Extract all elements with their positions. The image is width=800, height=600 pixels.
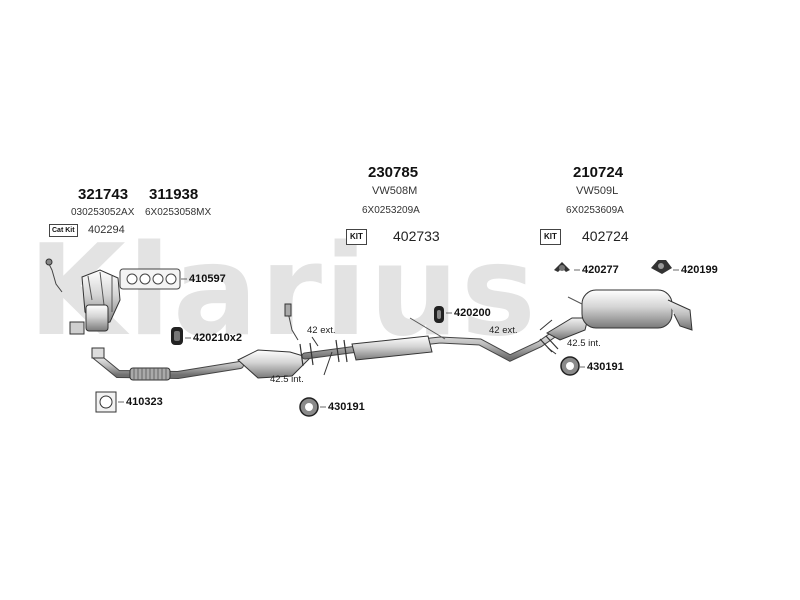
part-clamp-front: 430191 [328,401,365,413]
part-mount-front: 420210x2 [193,332,242,344]
middle-code: 230785 [368,164,419,181]
front-clamp [299,397,319,417]
manifold-catalyst [45,258,121,335]
front-downpipe [91,347,244,381]
middle-pipe [299,317,564,376]
leader-lines [118,269,679,408]
flange-gasket [95,391,117,413]
dim-front-int: 42.5 int. [270,374,304,385]
rear-oem: 6X0253609A [566,205,624,216]
middle-kit-code: 402733 [393,228,440,244]
manifold-gasket [119,268,181,290]
middle-kit-badge: KIT [346,229,367,245]
rear-kit-code: 402724 [582,228,629,244]
middle-mount [434,306,444,323]
front-oem-2: 6X0253058MX [145,207,212,218]
part-mount-middle: 420200 [454,307,491,319]
front-code-1: 321743 [78,186,129,203]
rear-code: 210724 [573,164,624,181]
catkit-code: 402294 [88,224,125,236]
middle-model: VW508M [372,185,418,197]
part-mount-rear: 420199 [681,264,718,276]
front-oem-1: 030253052AX [71,207,135,218]
lambda-sensor [284,303,299,341]
part-bracket-rear: 420277 [582,264,619,276]
front-mount [171,327,183,345]
front-code-2: 311938 [149,186,199,203]
rear-silencer [539,289,693,355]
rear-mount [651,260,672,274]
part-gasket-flange: 410323 [126,396,163,408]
middle-oem: 6X0253209A [362,205,420,216]
rear-kit-badge: KIT [540,229,561,245]
dim-rear-int: 42.5 int. [567,338,601,349]
dim-front-ext: 42 ext. [307,325,336,336]
part-gasket-manifold: 410597 [189,273,226,285]
rear-model: VW509L [576,185,619,197]
dim-rear-ext: 42 ext. [489,325,518,336]
rear-clamp [560,356,580,376]
catkit-badge: Cat Kit [49,224,78,237]
part-clamp-rear: 430191 [587,361,624,373]
rear-bracket [554,262,570,272]
